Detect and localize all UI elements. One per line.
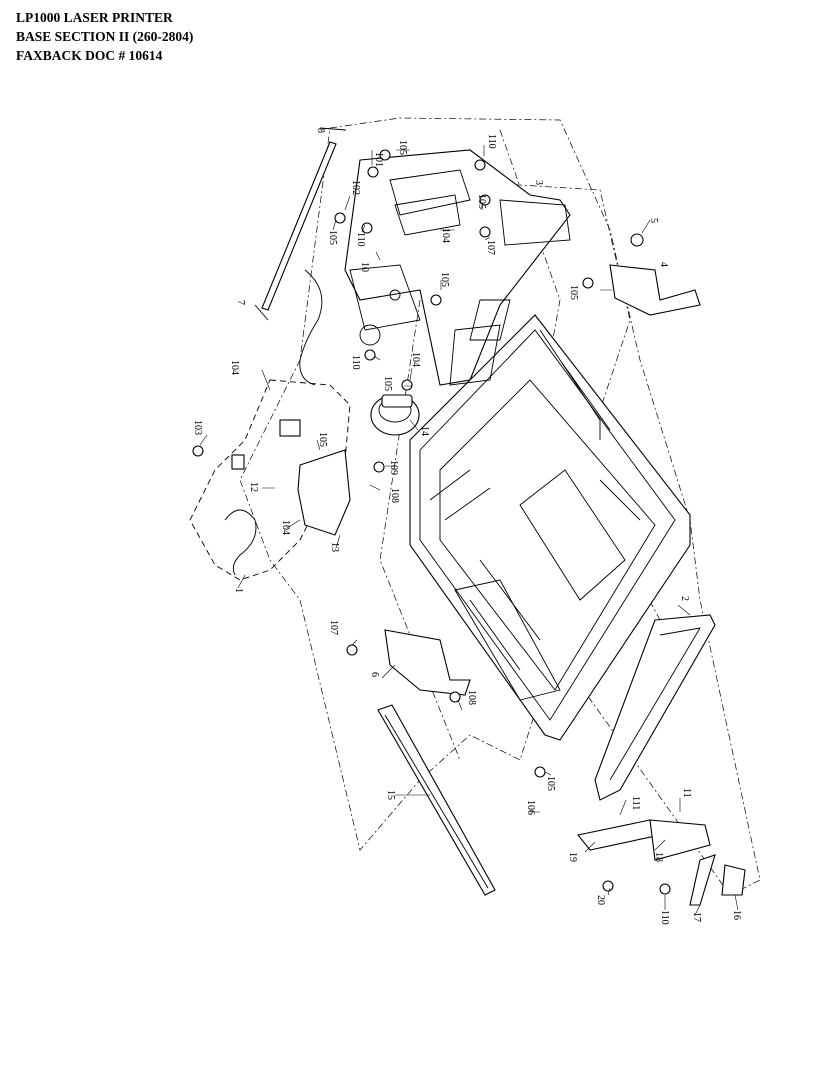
callout-labels: 101 105 110 102 105 110 104 105 3 10 105… <box>192 128 742 925</box>
header-section: BASE SECTION II (260-2804) <box>16 29 194 44</box>
callout-105: 105 <box>439 272 450 287</box>
motor <box>370 394 420 436</box>
callout-105: 105 <box>476 194 487 209</box>
callout-4: 4 <box>658 262 669 267</box>
callout-12: 12 <box>248 482 259 492</box>
base-chassis <box>409 314 691 741</box>
arm-17 <box>689 854 716 906</box>
callout-11: 11 <box>681 788 692 798</box>
callout-105: 105 <box>545 776 556 791</box>
callout-5: 5 <box>648 218 659 223</box>
callout-105: 105 <box>317 432 328 447</box>
document-header: LP1000 LASER PRINTER BASE SECTION II (26… <box>16 8 193 65</box>
upper-plate-assembly <box>344 149 571 386</box>
callout-104: 104 <box>410 352 421 367</box>
callout-108: 108 <box>466 690 477 705</box>
callout-15: 15 <box>385 790 396 800</box>
leader-lines <box>199 145 739 916</box>
bracket-13 <box>297 449 351 536</box>
callout-19: 19 <box>567 852 578 862</box>
callout-16: 16 <box>731 910 742 920</box>
callout-6: 6 <box>369 672 380 677</box>
callout-111: 111 <box>630 796 641 810</box>
callout-101: 101 <box>373 152 384 167</box>
callout-107: 107 <box>485 240 496 255</box>
callout-102: 102 <box>350 180 361 195</box>
header-doc-number: FAXBACK DOC # 10614 <box>16 48 163 63</box>
cable <box>299 269 323 386</box>
side-rail-2 <box>594 614 716 801</box>
callout-3: 3 <box>533 180 544 185</box>
callout-1: 1 <box>233 588 244 593</box>
bracket-6 <box>384 629 471 696</box>
callout-109: 109 <box>388 460 399 475</box>
callout-8: 8 <box>315 128 326 133</box>
header-title: LP1000 LASER PRINTER <box>16 10 173 25</box>
long-shaft <box>254 127 347 321</box>
callout-17: 17 <box>691 912 702 922</box>
callout-18: 18 <box>653 852 664 862</box>
sensor-block <box>231 454 245 470</box>
callout-108: 108 <box>389 488 400 503</box>
screw-5 <box>630 233 644 247</box>
callout-10: 10 <box>359 262 370 272</box>
callout-110: 110 <box>486 134 497 149</box>
callout-2: 2 <box>679 596 690 601</box>
sensor-housing <box>279 419 301 437</box>
callout-105: 105 <box>382 376 393 391</box>
callout-105: 105 <box>327 230 338 245</box>
callout-104: 104 <box>440 228 451 243</box>
callout-104: 104 <box>280 520 291 535</box>
callout-107: 107 <box>328 620 339 635</box>
lever-19 <box>577 819 661 851</box>
callout-103: 103 <box>192 420 203 435</box>
callout-106: 106 <box>525 800 536 815</box>
callout-13: 13 <box>329 542 340 552</box>
callout-110: 110 <box>350 355 361 370</box>
callout-110: 110 <box>355 232 366 247</box>
callout-105: 105 <box>397 140 408 155</box>
bracket-4 <box>609 264 701 316</box>
callout-14: 14 <box>419 426 430 436</box>
callout-20: 20 <box>595 895 606 905</box>
callout-104: 104 <box>229 360 240 375</box>
rail-15 <box>377 704 496 896</box>
callout-110: 110 <box>659 910 670 925</box>
callout-7: 7 <box>235 300 246 305</box>
clip-16 <box>721 864 746 896</box>
sensor-harness <box>224 509 257 576</box>
callout-105: 105 <box>568 285 579 300</box>
bracket-18 <box>649 819 711 861</box>
